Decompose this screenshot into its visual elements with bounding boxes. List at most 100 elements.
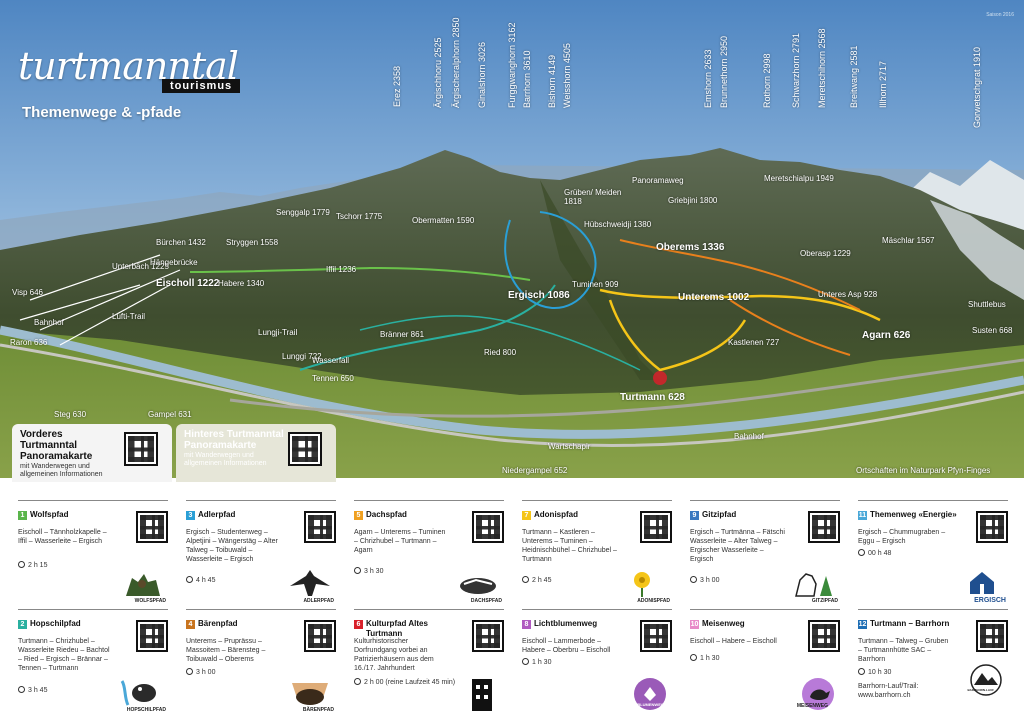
qr-code[interactable] [136,620,168,652]
trail-time: 3 h 30 [354,567,383,575]
brand-subtitle: tourismus [162,79,241,93]
place-label: Unterems 1002 [678,292,750,303]
trail-time: 2 h 15 [18,561,47,569]
trail-card[interactable]: 9 Gitzipfad Ergisch – Turtmänna – Fätsch… [690,500,840,608]
peak-label: Furggwanghorn 3162 [507,22,517,108]
trail-card[interactable]: 3 Adlerpfad Ergisch – Studentenweg – Alp… [186,500,336,608]
trail-route: Kulturhistorischer Dorfrundgang vorbei a… [354,638,434,672]
place-label: Hübschweidji 1380 [584,220,652,229]
clock-icon [186,668,193,675]
place-label: Senggalp 1779 [276,208,330,217]
place-label: Kastlenen 727 [728,338,780,347]
trail-card[interactable]: 7 Adonispfad Turtmann – Kastleren – Unte… [522,500,672,608]
trail-time: 1 h 30 [522,658,551,666]
trail-number: 5 [354,511,363,520]
peak-label: Erez 2358 [392,65,402,107]
trail-route: Ergisch – Studentenweg – Alpetjini – Wän… [186,529,278,563]
trail-time: 1 h 30 [690,654,719,662]
qr-code[interactable] [304,511,336,543]
trail-card[interactable]: 1 Wolfspfad Eischoll – Tännholzkapelle –… [18,500,168,608]
panel-vorderes[interactable]: Vorderes Turtmanntal Panoramakarte mit W… [12,424,172,482]
clock-icon [522,658,529,665]
qr-code[interactable] [472,511,504,543]
trail-name: Turtmann – Barrhorn [870,619,950,628]
peak-label: Rothorn 2998 [762,53,772,108]
place-label: Tschorr 1775 [336,212,383,221]
place-label: Mäschlar 1567 [882,236,935,245]
peak-label: Ginalshorn 3026 [477,41,487,108]
trail-time: 3 h 00 [690,576,719,584]
peak-label: Gorwetschgrat 1910 [972,46,982,128]
qr-code[interactable] [472,620,504,652]
panorama-map: turtmanntal tourismus Themenwege & -pfad… [0,0,1024,484]
qr-code[interactable] [808,511,840,543]
trail-name: Themenweg «Energie» [870,510,957,519]
trail-route: Turtmann – Kastleren – Unterems – Tumine… [522,529,617,563]
place-label: Visp 646 [12,288,43,297]
trail-number: 9 [690,511,699,520]
qr-code[interactable] [304,620,336,652]
trail-time-value: 3 h 45 [28,687,48,694]
trail-time-value: 3 h 00 [700,577,720,584]
trail-time: 2 h 00 (reine Laufzeit 45 min) [354,678,464,686]
trail-name: Wolfspfad [30,510,69,519]
trail-logo-text: GITZIPFAD [811,598,838,604]
qr-code[interactable] [288,432,322,466]
trail-time-value: 2 h 00 (reine Laufzeit 45 min) [364,679,456,686]
place-label: Griebjini 1800 [668,196,718,205]
qr-code[interactable] [640,620,672,652]
panel-title: Hinteres Turtmanntal Panoramakarte [184,429,284,451]
qr-code[interactable] [808,620,840,652]
qr-code[interactable] [976,620,1008,652]
place-label: Ried 800 [484,348,517,357]
place-label: Agarn 626 [862,330,911,341]
trail-card[interactable]: 10 Meisenweg Eischoll – Habere – Eischol… [690,609,840,717]
place-label: Iffil 1236 [326,265,357,274]
trail-name: Gitzipfad [702,510,737,519]
trail-time-value: 2 h 45 [532,577,552,584]
trail-logo: BARRHORN-LAUF [958,663,1006,699]
trail-route: Turtmann – Talweg – Gruben – Turtmannhüt… [858,638,949,663]
trail-time-value: 1 h 30 [532,659,552,666]
trail-card[interactable]: 2 Hopschilpfad Turtmann – Chrizhubel – W… [18,609,168,717]
qr-code[interactable] [976,511,1008,543]
qr-code[interactable] [124,432,158,466]
corner-note: Saison 2016 [986,12,1014,18]
page-subtitle: Themenwege & -pfade [22,104,182,121]
trail-route: Eischoll – Tännholzkapelle – Iffil – Was… [18,529,107,545]
trail-time-value: 10 h 30 [868,669,892,676]
trail-name: Meisenweg [702,619,745,628]
qr-code[interactable] [136,511,168,543]
trail-route: Ergisch – Turtmänna – Fätschi Wasserleit… [690,529,785,563]
trail-card[interactable]: 8 Lichtblumenweg Eischoll – Lammerbode –… [522,609,672,717]
trail-logo-text: BARRHORN-LAUF [967,688,995,692]
peak-label: Illhorn 2717 [878,60,888,108]
place-label: Bränner 861 [380,330,425,339]
clock-icon [186,576,193,583]
trail-cards: 1 Wolfspfad Eischoll – Tännholzkapelle –… [0,484,1024,724]
trail-name: Adlerpfad [198,510,236,519]
trail-logo: HOPSCHILPFAD [118,677,166,713]
place-label: Eischoll 1222 [156,278,220,289]
clock-icon [690,576,697,583]
peak-label: Meretschihorn 2568 [817,28,827,108]
trail-number: 6 [354,620,363,629]
trail-name: Adonispfad [534,510,578,519]
qr-code[interactable] [640,511,672,543]
place-label: Grüben/ Meiden 1818 [564,188,622,206]
place-label: Lungji-Trail [258,328,298,337]
trail-card[interactable]: 5 Dachspfad Agarn – Unterems – Tuminen –… [354,500,504,608]
trail-card[interactable]: 11 Themenweg «Energie» Ergisch – Chummug… [858,500,1008,608]
trail-card[interactable]: 12 Turtmann – Barrhorn Turtmann – Talweg… [858,609,1008,717]
trail-card[interactable]: 4 Bärenpfad Unterems – Pruprässu – Masso… [186,609,336,717]
place-label: Bahnhof [734,432,764,441]
trail-route: Agarn – Unterems – Tuminen – Chrizhubel … [354,529,446,554]
trail-extra-info[interactable]: Barrhorn-Lauf/Trail: www.barrhorn.ch [858,683,919,699]
map-background [0,0,1024,484]
panel-hinteres[interactable]: Hinteres Turtmanntal Panoramakarte mit W… [176,424,336,482]
place-label: Unteres Asp 928 [818,290,878,299]
clock-icon [18,561,25,568]
trail-logo-text: LICHTBLUMENWEG [625,702,664,707]
trail-card[interactable]: 6 Kulturpfad Altes Turtmann Kulturhistor… [354,609,504,717]
